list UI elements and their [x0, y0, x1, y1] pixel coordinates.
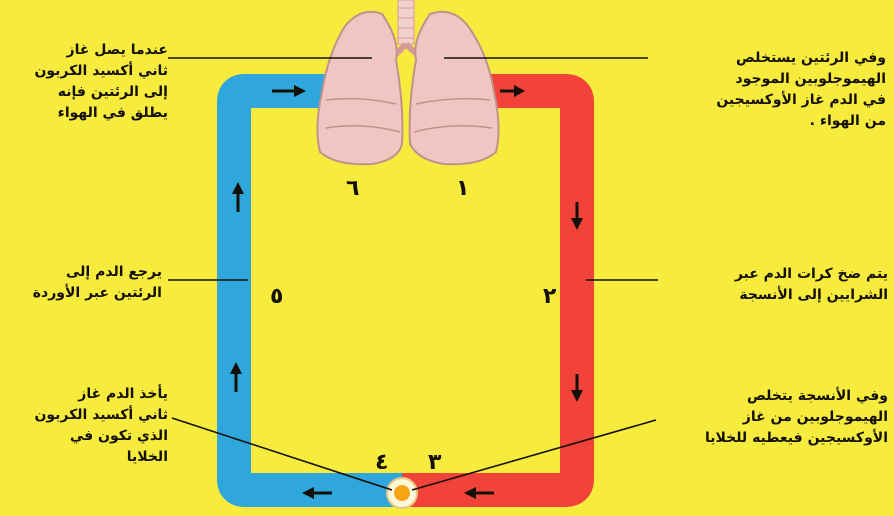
label-blood-takes-co2: يأخذ الدم غاز ثاني أكسيد الكربون الذي تك… [8, 384, 168, 468]
label-lungs-release-co2: عندما يصل غاز ثاني أكسيد الكربون إلى الر… [8, 40, 168, 124]
step-number-one: ١ [456, 176, 469, 201]
step-number-four: ٤ [375, 450, 388, 475]
step-number-two: ٢ [543, 284, 556, 309]
step-number-three: ٣ [428, 450, 441, 475]
right-lung [410, 12, 499, 165]
step-number-five: ٥ [270, 284, 283, 309]
label-return-to-lungs: يرجع الدم إلى الرئتين عبر الأوردة [4, 262, 162, 304]
label-pumped-to-tissues: يتم ضخ كرات الدم عبر الشرايين إلى الأنسج… [664, 264, 888, 306]
label-lungs-take-o2: وفي الرئتين يستخلص الهيموجلوبين الموجود … [668, 48, 886, 132]
left-lung [317, 12, 402, 165]
tissue-cell [387, 478, 417, 508]
step-number-six: ٦ [346, 176, 359, 201]
label-tissues-release-o2: وفي الأنسجة يتخلص الهيموجلوبين من غاز ال… [664, 386, 888, 449]
